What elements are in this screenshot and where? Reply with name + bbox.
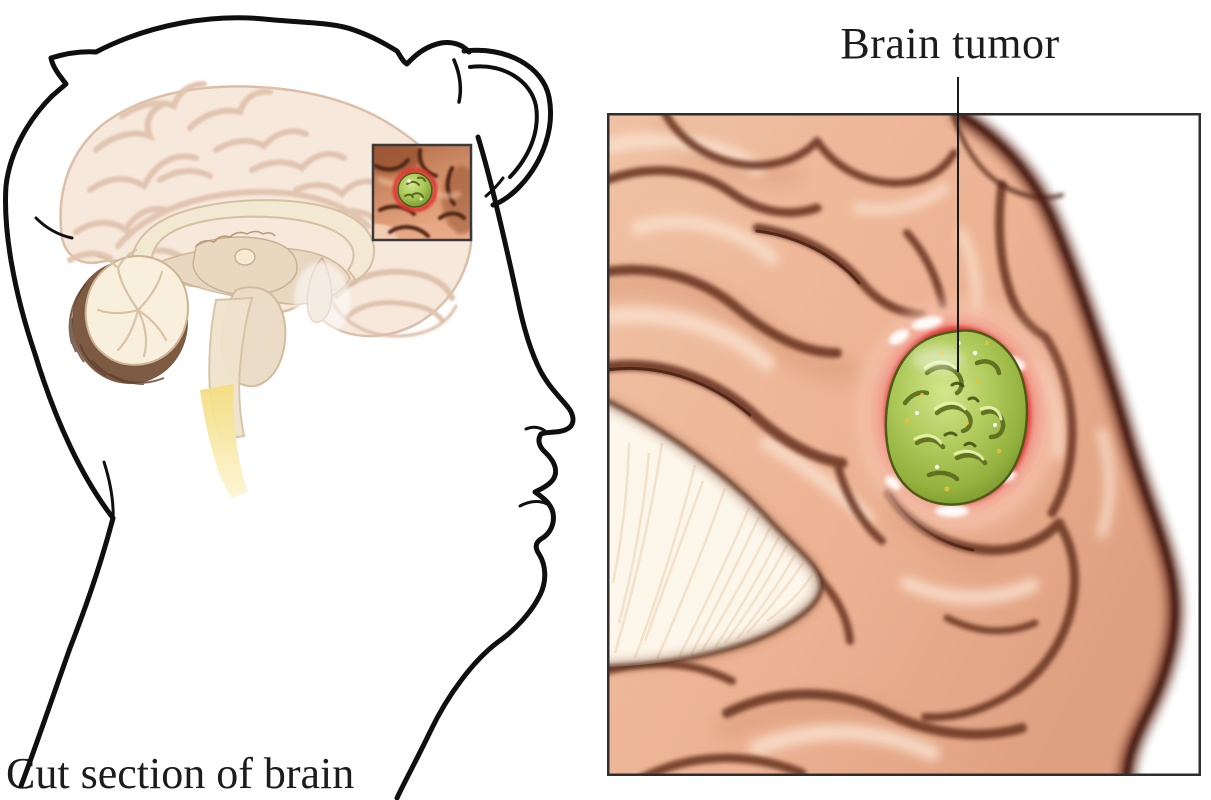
nostril-line — [524, 425, 547, 433]
cortex-sulci — [67, 81, 385, 263]
white-matter-border-soft — [607, 398, 824, 671]
tumor — [858, 302, 1058, 530]
cerebellum — [68, 248, 189, 385]
hair-curl-inner — [468, 64, 539, 179]
tumor-small — [392, 167, 438, 213]
mouth-line — [518, 500, 549, 508]
brain-sagittal-section — [59, 81, 473, 498]
cerebellum-rib-lines — [68, 283, 165, 385]
tumor-closeup-panel — [607, 113, 1201, 776]
white-matter-fan — [607, 398, 824, 671]
tumor-body — [884, 329, 1029, 506]
tumor-texture-darker — [943, 381, 980, 448]
tumor-label: Brain tumor — [840, 19, 1060, 68]
choroid-scallop-line — [195, 230, 276, 247]
inset-content — [373, 145, 471, 240]
tumor-texture-dark — [902, 359, 1006, 482]
spinal-cord — [200, 384, 248, 498]
gyri-highlights — [607, 132, 1115, 761]
hair-curl-tip — [484, 176, 505, 198]
panel-border — [607, 113, 1201, 776]
inset-highlight-box — [371, 143, 473, 242]
midbrain-gap-soft — [294, 262, 350, 338]
inset-border — [371, 143, 473, 242]
hair-strand-line — [34, 216, 74, 240]
arbor-vitae-branches — [96, 248, 168, 358]
face-profile-line — [394, 134, 576, 800]
head-cut-section-panel — [3, 15, 576, 800]
head-outline — [3, 15, 576, 800]
interthalamic-adhesion — [234, 248, 256, 266]
head-profile-drawing — [3, 15, 576, 800]
hair-curl-outer — [461, 47, 554, 208]
head-back-neck-line — [3, 93, 116, 789]
cortical-rim — [952, 113, 1184, 776]
thalamus — [192, 236, 298, 296]
nape-strand-line — [102, 460, 115, 524]
tumor-white-specks — [915, 341, 997, 470]
left-caption: Cut section of brain — [6, 749, 355, 798]
brain-closeup-drawing — [607, 113, 1201, 776]
tumor-leader-line — [957, 77, 959, 372]
tumor-shine — [911, 346, 963, 372]
hair-curl-front — [452, 58, 463, 104]
white-matter-striations — [611, 442, 814, 660]
head-top-line — [48, 15, 472, 99]
